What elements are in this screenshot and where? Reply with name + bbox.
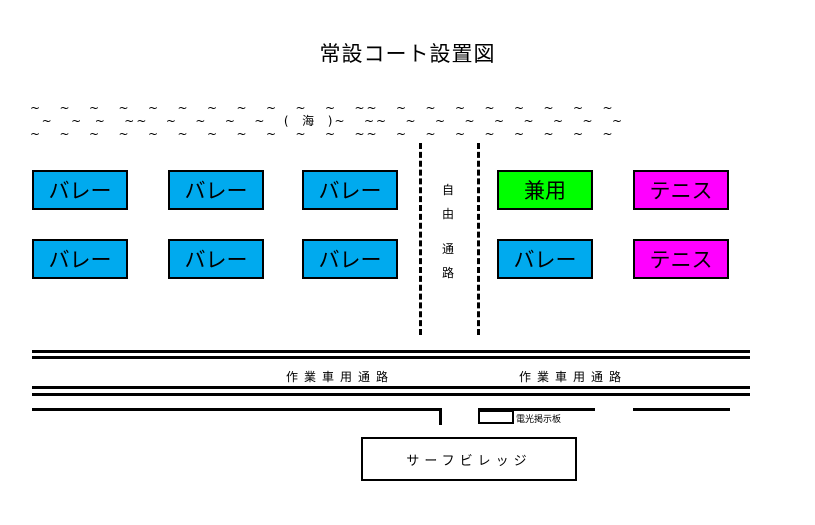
fence-line-left — [32, 408, 442, 411]
court-row1-4: 兼用 — [497, 170, 593, 210]
page-title: 常設コート設置図 — [319, 42, 496, 66]
road-label-left: 作業車用通路 — [286, 370, 395, 384]
court-row2-3: バレー — [302, 239, 398, 279]
free-path-char-1: 自 — [441, 183, 454, 197]
road-line-2a — [32, 386, 750, 389]
court-row1-5: テニス — [633, 170, 729, 210]
court-row2-2: バレー — [168, 239, 264, 279]
court-row2-5: テニス — [633, 239, 729, 279]
fence-post-left — [439, 408, 442, 425]
free-path-left-line — [419, 143, 422, 335]
sea-wave-row-3: ~ ~ ~ ~ ~ ~ ~ ~ ~ ~ ~ ~~ ~ ~ ~ ~ ~ ~ ~ ~ — [30, 127, 615, 141]
electronic-board-label: 電光掲示板 — [516, 415, 562, 425]
court-row2-1: バレー — [32, 239, 128, 279]
fence-line-middle — [478, 408, 595, 411]
road-line-1a — [32, 350, 750, 353]
court-row1-3: バレー — [302, 170, 398, 210]
free-path-char-3: 通 — [441, 242, 454, 256]
electronic-board — [478, 410, 514, 424]
surf-village-box: サーフビレッジ — [361, 437, 577, 481]
road-line-2b — [32, 393, 750, 396]
court-row2-4: バレー — [497, 239, 593, 279]
sea-wave-row-2: ~ ~ ~ ~~ ~ ~ ~ ~ ( 海 )~ ~~ ~ ~ ~ ~ ~ ~ ~… — [30, 114, 625, 128]
road-line-1b — [32, 356, 750, 359]
court-row1-1: バレー — [32, 170, 128, 210]
free-path-char-2: 由 — [441, 207, 454, 221]
sea-wave-row-1: ~ ~ ~ ~ ~ ~ ~ ~ ~ ~ ~ ~~ ~ ~ ~ ~ ~ ~ ~ ~ — [30, 101, 615, 115]
court-row1-2: バレー — [168, 170, 264, 210]
free-path-right-line — [477, 143, 480, 335]
fence-line-right — [633, 408, 730, 411]
free-path-char-4: 路 — [441, 266, 454, 280]
road-label-right: 作業車用通路 — [519, 370, 628, 384]
